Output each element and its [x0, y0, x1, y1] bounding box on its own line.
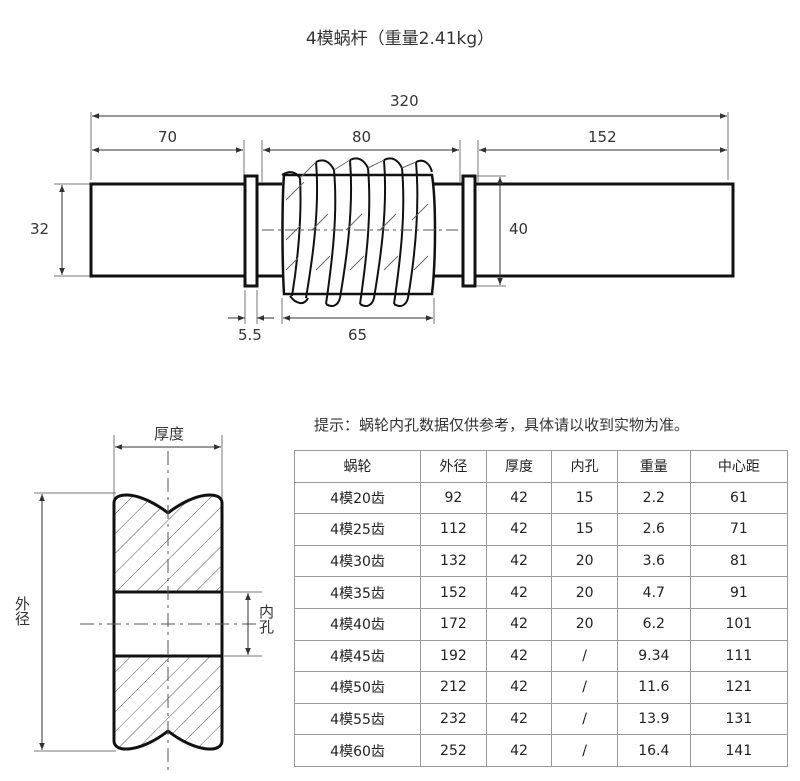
col-header: 中心距: [689, 450, 789, 483]
table-cell: 91: [689, 576, 789, 609]
table-cell: 16.4: [616, 734, 691, 767]
dim-left-shaft: 70: [158, 128, 177, 146]
table-cell: /: [551, 671, 618, 704]
data-note: 提示：蜗轮内孔数据仅供参考，具体请以收到实物为准。: [314, 416, 690, 434]
table-cell: 2.2: [616, 481, 691, 515]
table-cell: 42: [485, 734, 553, 767]
thread-pattern: [281, 157, 433, 307]
dim-shaft-diameter: 32: [30, 220, 49, 238]
table-cell: 71: [689, 513, 789, 546]
col-header: 外径: [420, 450, 487, 483]
table-cell: 4模30齿: [293, 544, 422, 578]
table-cell: 4模20齿: [293, 481, 422, 515]
table-cell: 61: [689, 481, 789, 515]
table-cell: 4模35齿: [293, 576, 422, 609]
bore-label: 内孔: [257, 604, 275, 634]
table-cell: 111: [689, 639, 789, 673]
table-cell: 81: [689, 544, 789, 578]
table-cell: /: [551, 639, 618, 673]
table-cell: 212: [420, 671, 487, 704]
table-cell: /: [551, 702, 618, 736]
table-cell: 4模25齿: [293, 513, 422, 546]
table-cell: 3.6: [616, 544, 691, 578]
col-header: 重量: [616, 450, 691, 483]
table-cell: 4模40齿: [293, 607, 422, 641]
thickness-label: 厚度: [153, 425, 184, 443]
table-cell: /: [551, 734, 618, 767]
table-cell: 9.34: [616, 639, 691, 673]
table-cell: 112: [420, 513, 487, 546]
col-header: 厚度: [485, 450, 553, 483]
worm-drawing: 320 70 80 152 32: [30, 92, 735, 344]
table-cell: 2.6: [616, 513, 691, 546]
table-cell: 141: [689, 734, 789, 767]
table-cell: 20: [551, 544, 618, 578]
table-cell: 232: [420, 702, 487, 736]
table-cell: 131: [689, 702, 789, 736]
table-cell: 13.9: [616, 702, 691, 736]
table-cell: 11.6: [616, 671, 691, 704]
table-cell: 42: [485, 481, 553, 515]
table-cell: 172: [420, 607, 487, 641]
table-cell: 4模55齿: [293, 702, 422, 736]
table-cell: 15: [551, 513, 618, 546]
table-cell: 42: [485, 702, 553, 736]
dim-total-length: 320: [390, 92, 419, 110]
table-cell: 42: [485, 671, 553, 704]
table-cell: 15: [551, 481, 618, 515]
table-cell: 20: [551, 607, 618, 641]
gear-section-drawing: [34, 435, 262, 771]
table-cell: 4模45齿: [293, 639, 422, 673]
dim-right-shaft: 152: [588, 128, 617, 146]
table-cell: 6.2: [616, 607, 691, 641]
table-cell: 20: [551, 576, 618, 609]
table-cell: 42: [485, 639, 553, 673]
page-title: 4模蜗杆（重量2.41kg）: [305, 29, 495, 49]
table-cell: 4模50齿: [293, 671, 422, 704]
dim-thread-diameter: 40: [509, 220, 528, 238]
table-cell: 4模60齿: [293, 734, 422, 767]
outer-diameter-label: 外径: [13, 596, 31, 626]
table-cell: 42: [485, 576, 553, 609]
table-header-row: 蜗轮 外径 厚度 内孔 重量 中心距: [293, 450, 789, 483]
table-cell: 42: [485, 607, 553, 641]
dim-thread-length: 65: [348, 326, 367, 344]
dim-collar-width: 5.5: [238, 326, 262, 344]
table-cell: 42: [485, 513, 553, 546]
table-cell: 92: [420, 481, 487, 515]
table-cell: 4.7: [616, 576, 691, 609]
table-cell: 132: [420, 544, 487, 578]
dim-thread-section: 80: [352, 128, 371, 146]
table-cell: 101: [689, 607, 789, 641]
table-cell: 192: [420, 639, 487, 673]
table-cell: 121: [689, 671, 789, 704]
col-header: 内孔: [551, 450, 618, 483]
table-cell: 252: [420, 734, 487, 767]
table-cell: 42: [485, 544, 553, 578]
table-cell: 152: [420, 576, 487, 609]
col-header: 蜗轮: [293, 450, 422, 483]
